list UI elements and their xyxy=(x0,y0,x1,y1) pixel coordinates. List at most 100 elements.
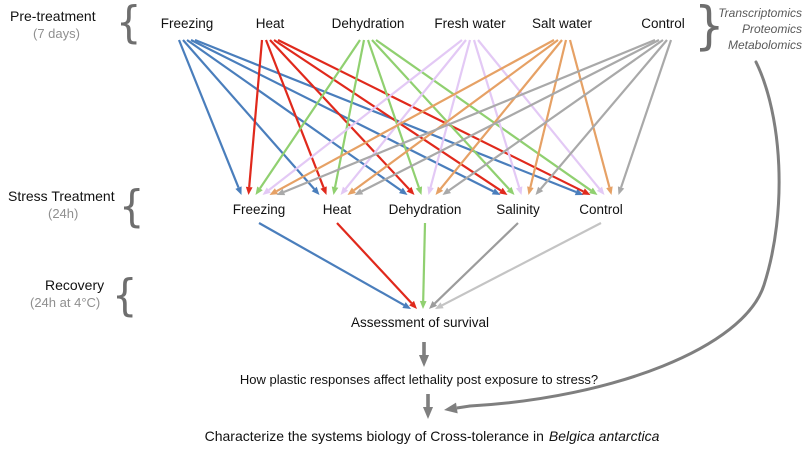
flow-arrow-line xyxy=(269,39,410,190)
conclusion-label: Characterize the systems biology of Cros… xyxy=(205,428,660,444)
flow-arrow-line xyxy=(275,39,555,193)
omics-item-proteomics: Proteomics xyxy=(741,22,802,36)
flow-arrow-line xyxy=(353,39,559,192)
stress-item-freezing: Freezing xyxy=(232,202,286,217)
flow-arrow-head xyxy=(442,187,451,195)
flow-arrow-head xyxy=(589,187,598,195)
brace-recovery-icon: { xyxy=(112,271,138,321)
flow-arrow-line xyxy=(273,39,502,192)
omics-feedback-arrow xyxy=(468,60,781,408)
flow-arrow-head xyxy=(269,188,279,195)
flow-arrow-head xyxy=(331,186,339,195)
flow-arrow-head xyxy=(419,300,427,309)
brace-stress-icon: { xyxy=(119,182,145,232)
pretreatment-item-control: Control xyxy=(641,16,685,31)
conclusion-text: Characterize the systems biology of Cros… xyxy=(204,428,544,444)
flow-arrow-head xyxy=(354,188,364,195)
flow-arrow-head xyxy=(415,186,423,195)
pretreatment-item-freezing: Freezing xyxy=(160,16,214,31)
flow-arrow-line xyxy=(277,39,584,193)
flow-arrow-head xyxy=(596,186,605,195)
recovery-label: Recovery xyxy=(45,277,105,293)
flow-arrow-head xyxy=(435,186,444,195)
flow-arrow-line xyxy=(186,39,402,192)
stress-duration: (24h) xyxy=(48,206,79,221)
stress-item-control: Control xyxy=(579,202,623,217)
flow-arrow-line xyxy=(371,39,510,190)
flow-arrow-head xyxy=(255,186,263,195)
flow-arrow-line xyxy=(361,39,660,193)
stress-item-dehydration: Dehydration xyxy=(388,202,462,217)
flow-arrow-line xyxy=(259,39,361,189)
flow-arrow-head xyxy=(340,186,349,195)
flow-arrow-line xyxy=(190,39,494,193)
flow-arrow-head xyxy=(427,186,434,195)
flow-arrow-line xyxy=(333,39,366,188)
stress-label: Stress Treatment xyxy=(8,188,115,204)
flow-arrow-head xyxy=(491,188,501,195)
flow-arrow-line xyxy=(456,404,471,410)
omics-item-transcriptomics: Transcriptomics xyxy=(718,6,802,20)
pretreatment-duration: (7 days) xyxy=(33,26,80,41)
pretreatment-item-salt-water: Salt water xyxy=(531,16,593,31)
flow-arrow-head xyxy=(444,402,458,414)
flow-arrow-line xyxy=(258,222,405,307)
flow-arrow-line xyxy=(264,39,325,188)
flow-arrow-head xyxy=(581,188,591,195)
flow-arrow-line xyxy=(477,39,601,190)
flow-arrow-head xyxy=(262,187,271,195)
assessment-label: Assessment of survival xyxy=(350,315,490,330)
stress-item-salinity: Salinity xyxy=(496,202,540,217)
brace-pretreatment-icon: { xyxy=(116,0,142,48)
flow-arrow-line xyxy=(177,39,240,188)
flow-arrow-line xyxy=(539,39,668,190)
flow-arrow-line xyxy=(283,38,656,193)
flow-arrow-line xyxy=(429,39,472,188)
flow-arrow-line xyxy=(336,222,413,304)
flow-arrow-head xyxy=(515,186,523,195)
omics-item-metabolomics: Metabolomics xyxy=(727,38,802,52)
flow-arrow-head xyxy=(574,188,584,196)
flow-arrow-head xyxy=(429,301,438,309)
recovery-duration: (24h at 4°C) xyxy=(30,295,101,310)
flow-arrow-line xyxy=(439,39,563,190)
flow-arrow-line xyxy=(472,39,521,188)
flow-arrow-line xyxy=(344,39,467,190)
flow-arrow-head xyxy=(535,186,544,195)
flow-arrow-line xyxy=(182,39,316,190)
flow-arrow-line xyxy=(441,222,602,307)
flow-arrow-line xyxy=(248,39,264,188)
flow-arrow-head xyxy=(422,407,434,419)
flow-arrow-head xyxy=(506,186,515,195)
flow-arrow-line xyxy=(568,39,611,188)
flow-arrow-line xyxy=(366,39,420,188)
flow-arrow-line xyxy=(448,39,664,192)
flow-arrow-head xyxy=(418,355,430,367)
flow-arrow-head xyxy=(527,186,534,195)
flow-arrow-head xyxy=(409,300,417,309)
brace-omics-icon: } xyxy=(694,0,725,57)
flow-arrow-head xyxy=(320,186,327,195)
flow-arrow-line xyxy=(375,39,592,192)
flow-arrow-line xyxy=(433,222,519,305)
flow-arrow-head xyxy=(435,302,444,309)
conclusion-species: Belgica antarctica xyxy=(548,428,660,444)
flow-arrow-line xyxy=(620,39,673,188)
flow-arrow-head xyxy=(498,187,508,195)
flow-arrow-head xyxy=(617,186,625,195)
pretreatment-item-fresh-water: Fresh water xyxy=(434,16,506,31)
flow-arrow-head xyxy=(245,186,253,195)
flow-arrow-head xyxy=(311,186,320,195)
flow-arrow-line xyxy=(194,38,577,194)
flow-arrow-head xyxy=(606,186,613,195)
question-label: How plastic responses affect lethality p… xyxy=(239,372,599,387)
flow-arrow-head xyxy=(406,186,415,195)
pretreatment-item-dehydration: Dehydration xyxy=(331,16,405,31)
flow-arrow-head xyxy=(399,187,408,195)
pretreatment-label: Pre-treatment xyxy=(10,8,96,24)
flow-arrow-head xyxy=(347,187,356,195)
omics-list: Transcriptomics Proteomics Metabolomics xyxy=(718,5,802,53)
flow-arrow-line xyxy=(529,39,568,188)
